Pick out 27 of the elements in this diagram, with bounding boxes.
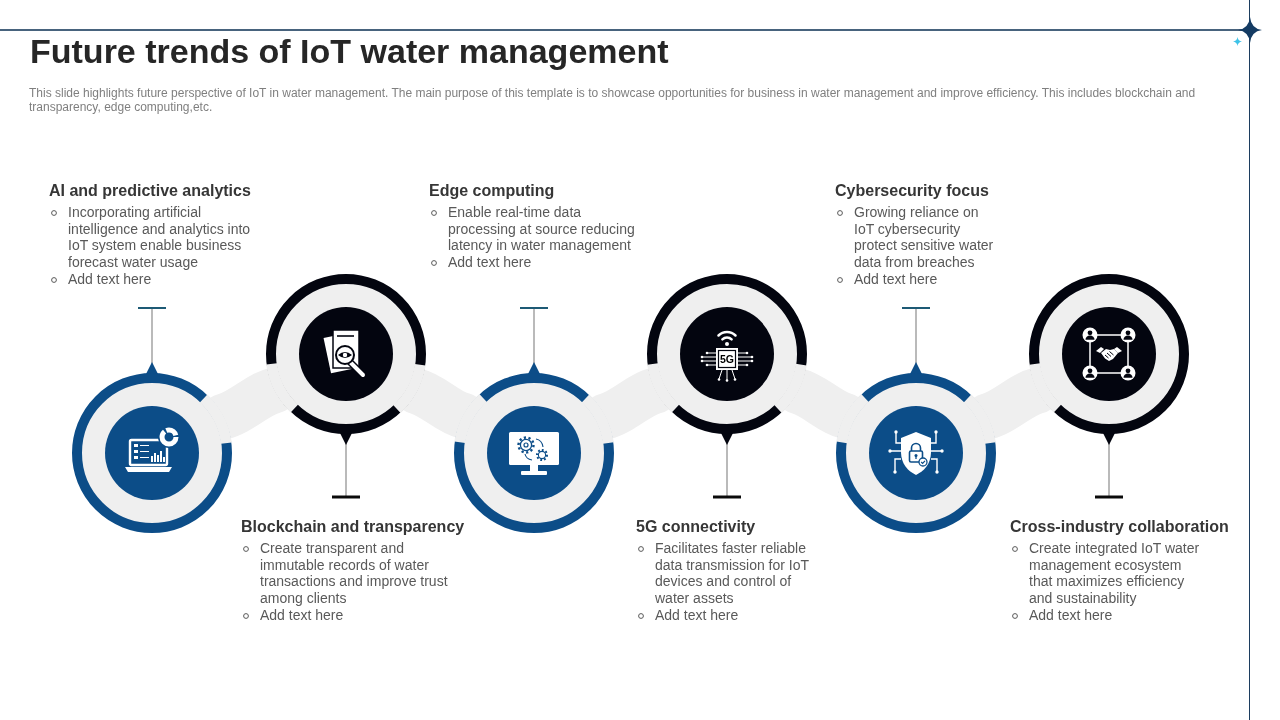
trend-heading: Edge computing (429, 182, 556, 200)
bullet-text: Facilitates faster reliable data transmission for IoT devices and control of water assets (655, 540, 810, 607)
bullet-text: Add text here (854, 270, 938, 288)
trend-heading: Blockchain and transparency (241, 518, 466, 536)
bullet-text: Add text here (68, 270, 152, 288)
trend-heading: Cybersecurity focus (835, 182, 990, 200)
slide-description: This slide highlights future perspective of IoT in water management. The main purpose of this template is to showcase opportunities for business in water management and improve efficiency. This includes blockchain and transparency, edge computing,etc. (29, 86, 1197, 114)
bullet-text: Incorporating artificial intelligence and analytics into IoT system enable business forecast water usage (68, 204, 252, 271)
bullet-text: Create integrated IoT water management ecosystem that maximizes efficiency and sustainability (1029, 540, 1201, 607)
trend-heading: 5G connectivity (636, 518, 757, 536)
bullet-text: Create transparent and immutable records of water transactions and improve trust among clients (260, 540, 449, 607)
bullet-text: Add text here (260, 606, 344, 624)
bullet-text: Growing reliance on IoT cybersecurity protect sensitive water data from breaches (854, 204, 995, 271)
chip-label: 5G (720, 353, 734, 365)
leader-line (1095, 433, 1123, 499)
leader-line (713, 433, 741, 499)
leader-line (902, 307, 930, 374)
leader-line (332, 433, 360, 499)
bullet-text: Add text here (448, 254, 532, 271)
trend-heading: Cross-industry collaboration (1010, 518, 1230, 536)
leader-line (138, 307, 166, 374)
slide-title: Future trends of IoT water management (30, 32, 669, 70)
leader-line (520, 307, 548, 374)
bullet-text: Add text here (1029, 606, 1113, 624)
bullet-text: Enable real-time data processing at source reducing latency in water management (448, 204, 636, 255)
trend-heading: AI and predictive analytics (49, 182, 252, 200)
bullet-text: Add text here (655, 606, 739, 624)
